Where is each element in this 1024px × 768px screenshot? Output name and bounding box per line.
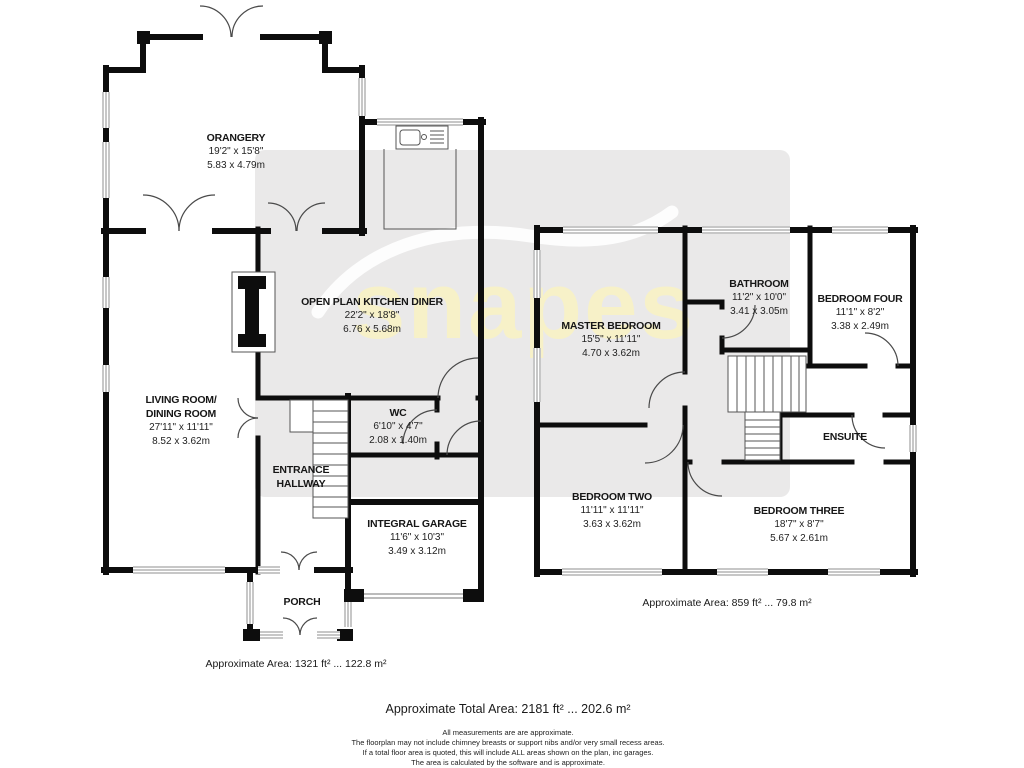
window [344, 602, 352, 627]
window [533, 250, 541, 298]
first-floor-windows [533, 226, 917, 576]
disclaimer-line-4: The area is calculated by the software a… [411, 758, 605, 767]
window [563, 226, 658, 234]
garage-corner [463, 589, 483, 602]
room-label-bedroom-four: BEDROOM FOUR 11'1" x 8'2" 3.38 x 2.49m [817, 293, 903, 332]
room-label-ensuite: ENSUITE [822, 431, 868, 443]
watermark-text: snapes [352, 252, 695, 359]
chimney-breast [231, 271, 276, 353]
garage-door [364, 593, 463, 599]
porch-corner [337, 629, 353, 641]
staircase-ground [289, 399, 349, 519]
window [102, 142, 110, 198]
disclaimer-line-2: The floorplan may not include chimney br… [351, 738, 665, 747]
ground-floor-area-label: Approximate Area: 1321 ft² ... 122.8 m² [205, 658, 387, 670]
disclaimer-line-3: If a total floor area is quoted, this wi… [362, 748, 654, 757]
ground-floor-doors [142, 5, 482, 636]
window [133, 566, 225, 574]
staircase-first [727, 355, 807, 461]
window [358, 78, 366, 116]
room-label-bedroom-two: BEDROOM TWO 11'11" x 11'11" 3.63 x 3.62m [571, 491, 653, 530]
room-label-porch: PORCH [283, 596, 321, 608]
room-label-integral-garage: INTEGRAL GARAGE 11'6" x 10'3" 3.49 x 3.1… [367, 518, 467, 557]
window [260, 631, 283, 639]
window [102, 277, 110, 308]
window [828, 568, 880, 576]
kitchen-counter [383, 149, 457, 230]
room-label-living-dining: LIVING ROOM/ DINING ROOM 27'11" x 11'11"… [145, 394, 217, 447]
window [562, 568, 662, 576]
window [246, 582, 254, 624]
window [317, 631, 340, 639]
window [533, 348, 541, 402]
orangery-pillar [319, 31, 332, 44]
window [909, 425, 917, 452]
room-label-bedroom-three: BEDROOM THREE 18'7" x 8'7" 5.67 x 2.61m [753, 505, 845, 544]
garage-corner [344, 589, 364, 602]
room-label-orangery: ORANGERY 19'2" x 15'8" 5.83 x 4.79m [206, 132, 266, 171]
room-label-wc: WC 6'10" x 4'7" 2.08 x 1.40m [369, 407, 427, 446]
first-floor-area-label: Approximate Area: 859 ft² ... 79.8 m² [642, 597, 812, 609]
window [102, 92, 110, 128]
orangery-pillar [137, 31, 150, 44]
disclaimer-line-1: All measurements are are approximate. [442, 728, 574, 737]
first-floor-doors [644, 304, 899, 497]
window [702, 226, 790, 234]
room-label-master-bedroom: MASTER BEDROOM 15'5" x 11'11" 4.70 x 3.6… [561, 320, 661, 359]
porch-corner [243, 629, 260, 641]
kitchen-sink [395, 125, 449, 150]
room-label-entrance-hallway: ENTRANCE HALLWAY [272, 464, 330, 490]
window [102, 365, 110, 392]
window [717, 568, 768, 576]
room-label-bathroom: BATHROOM 11'2" x 10'0" 3.41 x 3.05m [729, 278, 789, 317]
ground-floor-windows [102, 78, 463, 639]
room-label-kitchen-diner: OPEN PLAN KITCHEN DINER 22'2" x 18'8" 6.… [301, 296, 443, 335]
total-area-label: Approximate Total Area: 2181 ft² ... 202… [385, 702, 631, 716]
window [832, 226, 888, 234]
window [377, 118, 463, 126]
window [258, 566, 280, 574]
ground-floor-exterior-walls [101, 31, 486, 641]
